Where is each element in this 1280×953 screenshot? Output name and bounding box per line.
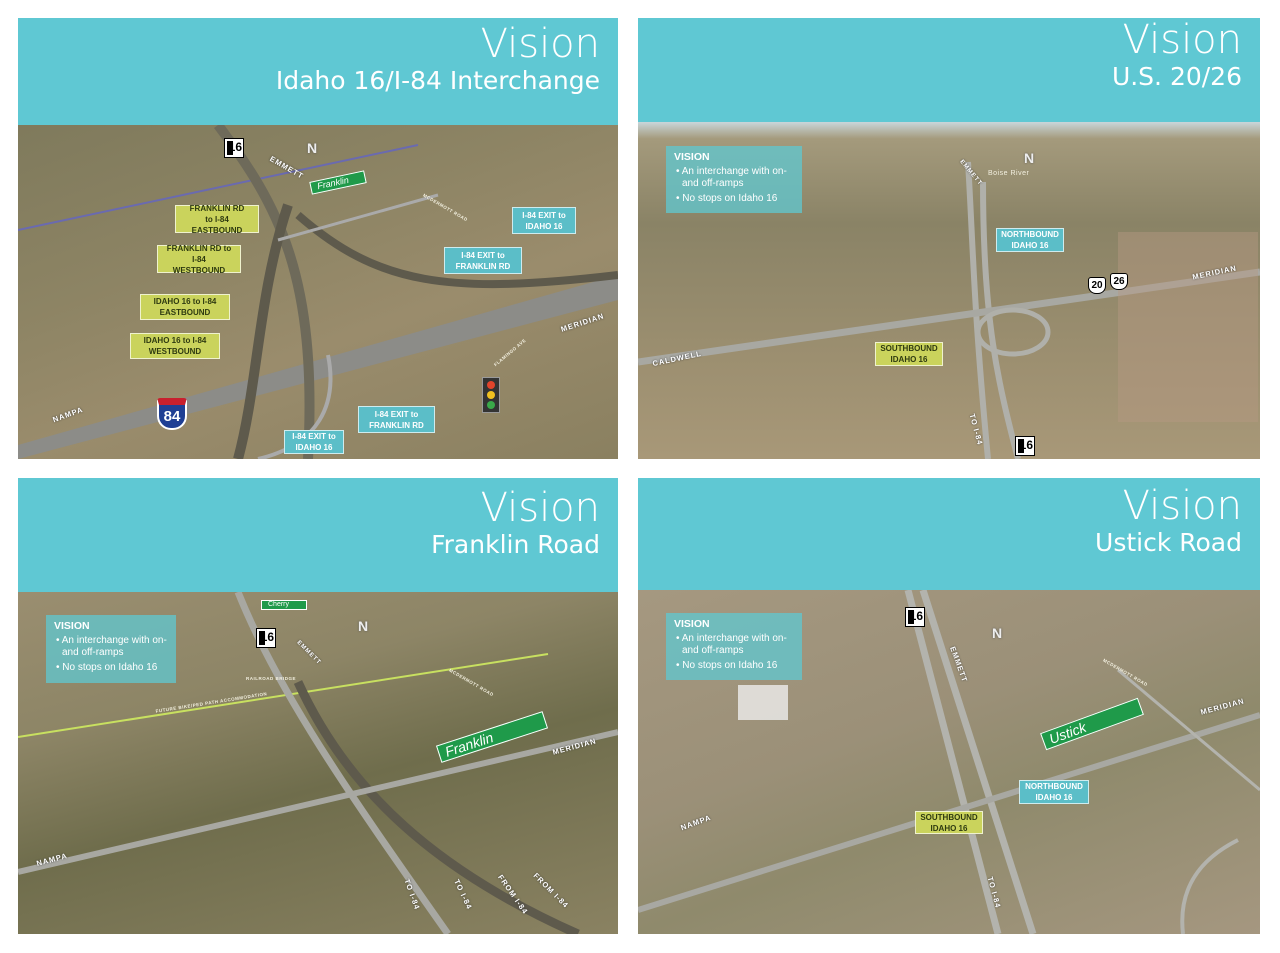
panel-1-aerial-image xyxy=(18,125,618,459)
north-arrow: N xyxy=(1024,150,1035,166)
road-network xyxy=(18,592,618,934)
us-26-shield: 26 xyxy=(1110,273,1128,290)
panel-subtitle: Franklin Road xyxy=(431,530,600,559)
road-network xyxy=(638,590,1260,934)
label-idaho16-to-i84-eb: IDAHO 16 to I-84 EASTBOUND xyxy=(140,294,230,320)
vision-bullet: • An interchange with on- and off-ramps xyxy=(56,635,167,658)
street-sign-cherry: Cherry xyxy=(261,600,307,610)
vision-heading: VISION xyxy=(674,618,710,630)
label-i84-exit-to-idaho16-east: I-84 EXIT to IDAHO 16 xyxy=(512,207,576,234)
vision-bullet: • An interchange with on- and off-ramps xyxy=(676,633,787,656)
road-name-boise-river: Boise River xyxy=(988,170,1030,177)
panel-subtitle: U.S. 20/26 xyxy=(1111,62,1242,91)
vision-heading: VISION xyxy=(674,151,710,163)
label-franklin-to-i84-eb: FRANKLIN RD to I-84 EASTBOUND xyxy=(175,204,259,235)
vision-box: VISION • An interchange with on- and off… xyxy=(666,146,802,213)
road-network xyxy=(18,125,618,459)
north-arrow: N xyxy=(307,140,318,156)
vision-bullet: • An interchange with on- and off-ramps xyxy=(676,166,787,189)
us-20-shield: 20 xyxy=(1088,277,1106,294)
label-northbound-idaho16: NORTHBOUND IDAHO 16 xyxy=(1019,780,1089,804)
panel-4-header: Vision Ustick Road xyxy=(638,478,1260,590)
vision-bullet: • No stops on Idaho 16 xyxy=(676,660,778,671)
label-northbound-idaho16: NORTHBOUND IDAHO 16 xyxy=(996,228,1064,252)
label-idaho16-to-i84-wb: IDAHO 16 to I-84 WESTBOUND xyxy=(130,333,220,359)
vision-bullet: • No stops on Idaho 16 xyxy=(676,193,778,204)
north-arrow: N xyxy=(358,618,369,634)
label-i84-exit-to-franklin-west: I-84 EXIT to FRANKLIN RD xyxy=(358,406,435,433)
idaho-16-shield: 16 xyxy=(1015,436,1035,456)
idaho-16-shield: 16 xyxy=(256,628,276,648)
label-southbound-idaho16: SOUTHBOUND IDAHO 16 xyxy=(875,342,943,366)
interstate-84-shield: 84 xyxy=(157,398,187,430)
panel-4-aerial-image xyxy=(638,590,1260,934)
panel-title: Vision xyxy=(480,485,600,531)
label-southbound-idaho16: SOUTHBOUND IDAHO 16 xyxy=(915,811,983,834)
panel-title: Vision xyxy=(1122,17,1242,63)
label-i84-exit-to-franklin-east: I-84 EXIT to FRANKLIN RD xyxy=(444,247,522,274)
label-franklin-to-i84-wb: FRANKLIN RD to I-84 WESTBOUND xyxy=(157,244,241,275)
idaho-16-shield: 16 xyxy=(905,607,925,627)
idaho-16-shield: 16 xyxy=(224,138,244,158)
vision-heading: VISION xyxy=(54,620,90,632)
road-network xyxy=(638,161,1260,459)
panel-title: Vision xyxy=(1122,483,1242,529)
road-name-railroad-bridge: RAILROAD BRIDGE xyxy=(246,676,296,681)
panel-3-header: Vision Franklin Road xyxy=(18,478,618,592)
panel-subtitle: Ustick Road xyxy=(1095,528,1242,557)
panel-title: Vision xyxy=(480,21,600,67)
panel-2-header: Vision U.S. 20/26 xyxy=(638,18,1260,122)
label-i84-exit-to-idaho16-west: I-84 EXIT to IDAHO 16 xyxy=(284,430,344,454)
panel-1-header: Vision Idaho 16/I-84 Interchange xyxy=(18,18,618,125)
panel-subtitle: Idaho 16/I-84 Interchange xyxy=(275,66,600,95)
traffic-signal-icon xyxy=(482,377,500,413)
vision-box: VISION • An interchange with on- and off… xyxy=(666,613,802,680)
vision-bullet: • No stops on Idaho 16 xyxy=(56,662,158,673)
north-arrow: N xyxy=(992,625,1003,641)
vision-box: VISION • An interchange with on- and off… xyxy=(46,615,176,683)
